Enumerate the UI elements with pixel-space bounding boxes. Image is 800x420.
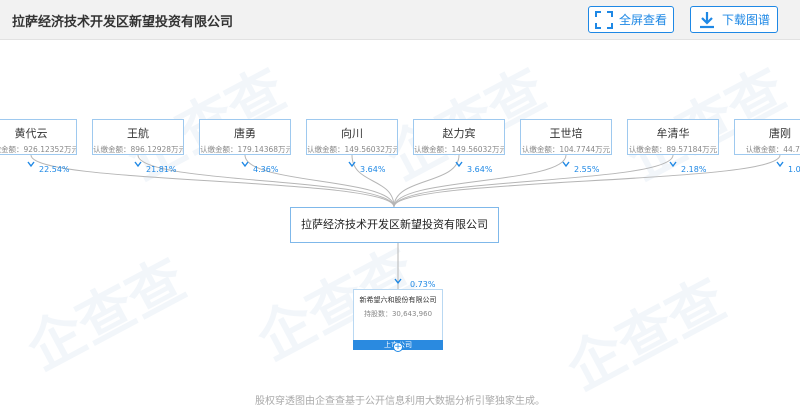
shareholder-name: 牟清华: [656, 127, 690, 140]
shareholder-percent: 3.64%: [467, 165, 493, 174]
fullscreen-button[interactable]: 全屏查看: [588, 6, 674, 33]
arrow-icon: [348, 161, 356, 168]
shareholder-node[interactable]: 王世培认缴金额：104.7744万元: [520, 119, 612, 155]
shareholder-connector: [393, 154, 674, 208]
shareholder-name: 唐勇: [234, 127, 256, 140]
fullscreen-icon: [594, 10, 613, 29]
shareholder-percent: 21.81%: [146, 165, 177, 174]
shareholder-node[interactable]: 黄代云认缴金额：926.12352万元: [0, 119, 77, 155]
shareholder-amount: 认缴金额：896.12928万元: [93, 145, 183, 154]
subsidiary-node[interactable]: 新希望六和股份有限公司 持股数：30,643,960 上市公司: [353, 289, 443, 350]
arrow-icon: [241, 161, 249, 168]
header-title: 拉萨经济技术开发区新望投资有限公司: [12, 15, 234, 30]
shareholder-percent: 2.55%: [574, 165, 600, 174]
shareholder-amount: 认缴金额：149.56032万元: [307, 145, 397, 154]
shareholder-amount: 认缴金额：926.12352万元: [0, 145, 76, 154]
shareholder-percent: 2.18%: [681, 165, 707, 174]
shareholder-name: 王航: [127, 127, 149, 140]
shareholder-amount: 认缴金额：89.57184万元: [628, 145, 718, 154]
shareholder-amount: 认缴金额：104.7744万元: [521, 145, 611, 154]
shareholder-node[interactable]: 赵力宾认缴金额：149.56032万元: [413, 119, 505, 155]
arrow-icon: [776, 161, 784, 168]
download-label: 下载图谱: [721, 13, 770, 27]
footer-note: 股权穿透图由企查查基于公开信息利用大数据分析引擎独家生成。: [255, 396, 545, 407]
expand-icon[interactable]: +: [393, 342, 403, 352]
shareholder-name: 王世培: [549, 127, 583, 140]
shareholder-connector: [137, 154, 395, 208]
download-button[interactable]: 下载图谱: [690, 6, 778, 33]
shareholder-name: 向川: [341, 127, 363, 140]
shareholder-percent: 22.54%: [39, 165, 70, 174]
shareholder-amount: 认缴金额：44.7859: [745, 145, 800, 154]
shareholder-connector: [393, 154, 567, 208]
shareholder-amount: 认缴金额：179.14368万元: [200, 145, 290, 154]
shareholder-node[interactable]: 牟清华认缴金额：89.57184万元: [627, 119, 719, 155]
subsidiary-name: 新希望六和股份有限公司: [359, 296, 437, 304]
shareholder-connector: [244, 154, 395, 208]
shareholder-node[interactable]: 向川认缴金额：149.56032万元: [306, 119, 398, 155]
arrow-icon: [562, 161, 570, 168]
shareholder-connector: [30, 154, 395, 208]
arrow-icon: [394, 278, 402, 285]
shareholder-percent: 4.36%: [253, 165, 279, 174]
shareholder-percent: 1.0: [788, 165, 800, 174]
target-company-node[interactable]: 拉萨经济技术开发区新望投资有限公司: [290, 207, 499, 243]
arrow-icon: [27, 161, 35, 168]
shareholder-node[interactable]: 王航认缴金额：896.12928万元: [92, 119, 184, 155]
arrow-icon: [134, 161, 142, 168]
child-percent-label: 0.73%: [410, 280, 436, 289]
arrow-icon: [669, 161, 677, 168]
shareholder-node[interactable]: 唐勇认缴金额：179.14368万元: [199, 119, 291, 155]
shareholder-amount: 认缴金额：149.56032万元: [414, 145, 504, 154]
download-icon: [699, 11, 714, 28]
diagram-header: 拉萨经济技术开发区新望投资有限公司 全屏查看 下载图谱: [0, 0, 800, 40]
arrow-icon: [455, 161, 463, 168]
shareholder-percent: 3.64%: [360, 165, 386, 174]
shareholder-name: 唐刚: [769, 127, 791, 140]
shareholder-name: 赵力宾: [442, 127, 476, 140]
fullscreen-label: 全屏查看: [618, 13, 667, 27]
subsidiary-holding: 持股数：30,643,960: [363, 310, 433, 318]
shareholder-connector: [393, 154, 781, 208]
shareholder-name: 黄代云: [14, 127, 48, 140]
